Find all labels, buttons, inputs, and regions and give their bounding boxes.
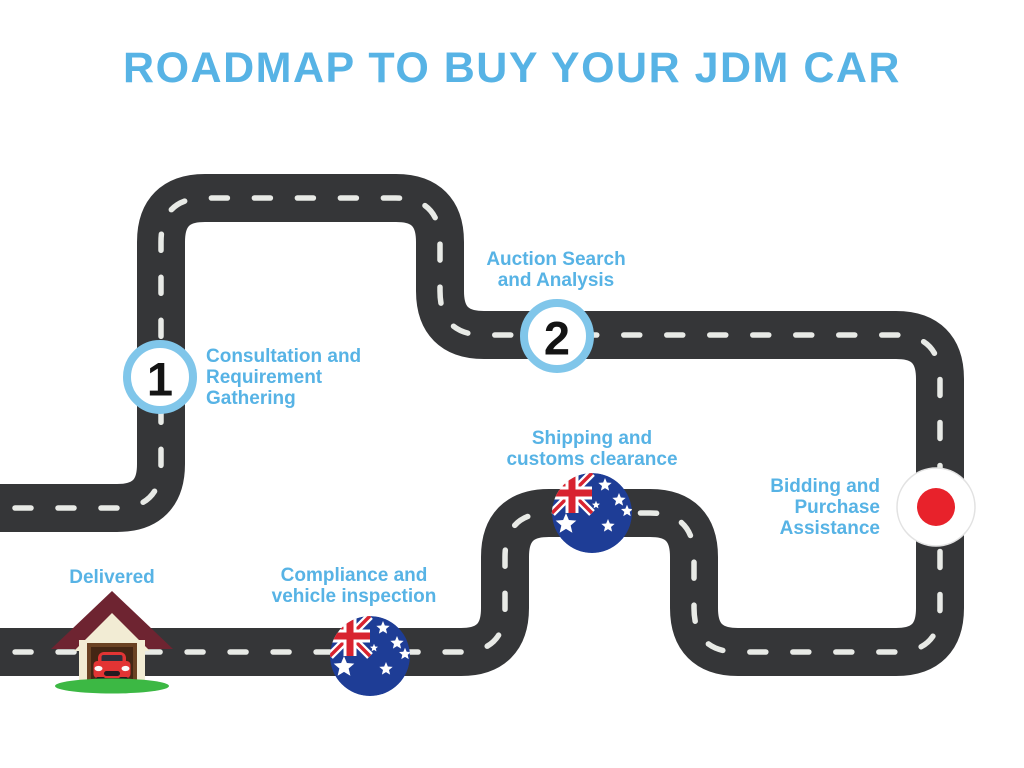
australia-flag-icon-shipping [552,473,633,553]
step-label-shipping: Shipping and customs clearance [506,428,678,470]
japan-flag-icon [896,467,976,547]
step-label-bidding: Bidding and Purchase Assistance [770,476,880,539]
house-garage-icon [51,591,173,694]
step-label-compliance: Compliance and vehicle inspection [271,565,437,607]
page-title: ROADMAP TO BUY YOUR JDM CAR [123,44,901,92]
step-label-auction: Auction Search and Analysis [486,249,626,291]
milestone-1-circle [123,340,197,414]
step-label-consultation: Consultation and Requirement Gathering [206,346,362,409]
road-centerline [0,195,943,655]
milestone-2-circle [520,299,594,373]
milestone-2-number: 2 [543,311,571,365]
step-label-delivered: Delivered [69,567,155,588]
milestone-1-number: 1 [146,352,174,406]
grass [55,678,169,694]
